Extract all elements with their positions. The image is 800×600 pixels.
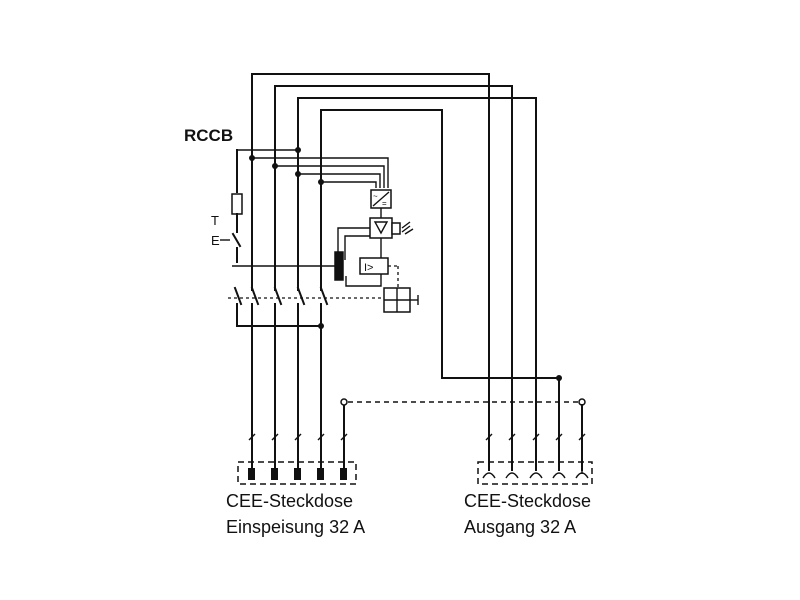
inlet-label-line1: CEE-Steckdose <box>226 491 353 511</box>
power-supply-block: ~ = <box>370 189 392 209</box>
rccb-label: RCCB <box>184 126 233 145</box>
tap-wires <box>237 149 389 188</box>
test-t-label: T <box>211 213 219 228</box>
sensor-wires <box>337 227 382 287</box>
test-circuit <box>220 193 243 263</box>
svg-text:~: ~ <box>373 192 378 201</box>
outlet-socket <box>477 439 593 485</box>
test-resistor <box>231 193 243 215</box>
rccb-contacts <box>228 286 384 471</box>
svg-text:=: = <box>382 199 387 208</box>
inlet-label-line2: Einspeisung 32 A <box>226 517 365 537</box>
inlet-main-wires <box>236 149 322 291</box>
pin-markers <box>248 433 586 441</box>
outlet-feed-wires <box>251 73 560 441</box>
amplifier-block <box>369 217 414 239</box>
trip-mechanism <box>383 287 419 313</box>
current-transformer <box>232 251 344 281</box>
earth-link <box>340 398 586 471</box>
test-e-label: E <box>211 233 220 248</box>
outlet-label-line2: Ausgang 32 A <box>464 517 576 537</box>
trip-relay-block: I> <box>359 257 399 290</box>
svg-text:I>: I> <box>364 262 373 274</box>
inlet-socket <box>237 461 357 485</box>
outlet-label-line1: CEE-Steckdose <box>464 491 591 511</box>
junction-dots <box>249 147 562 381</box>
